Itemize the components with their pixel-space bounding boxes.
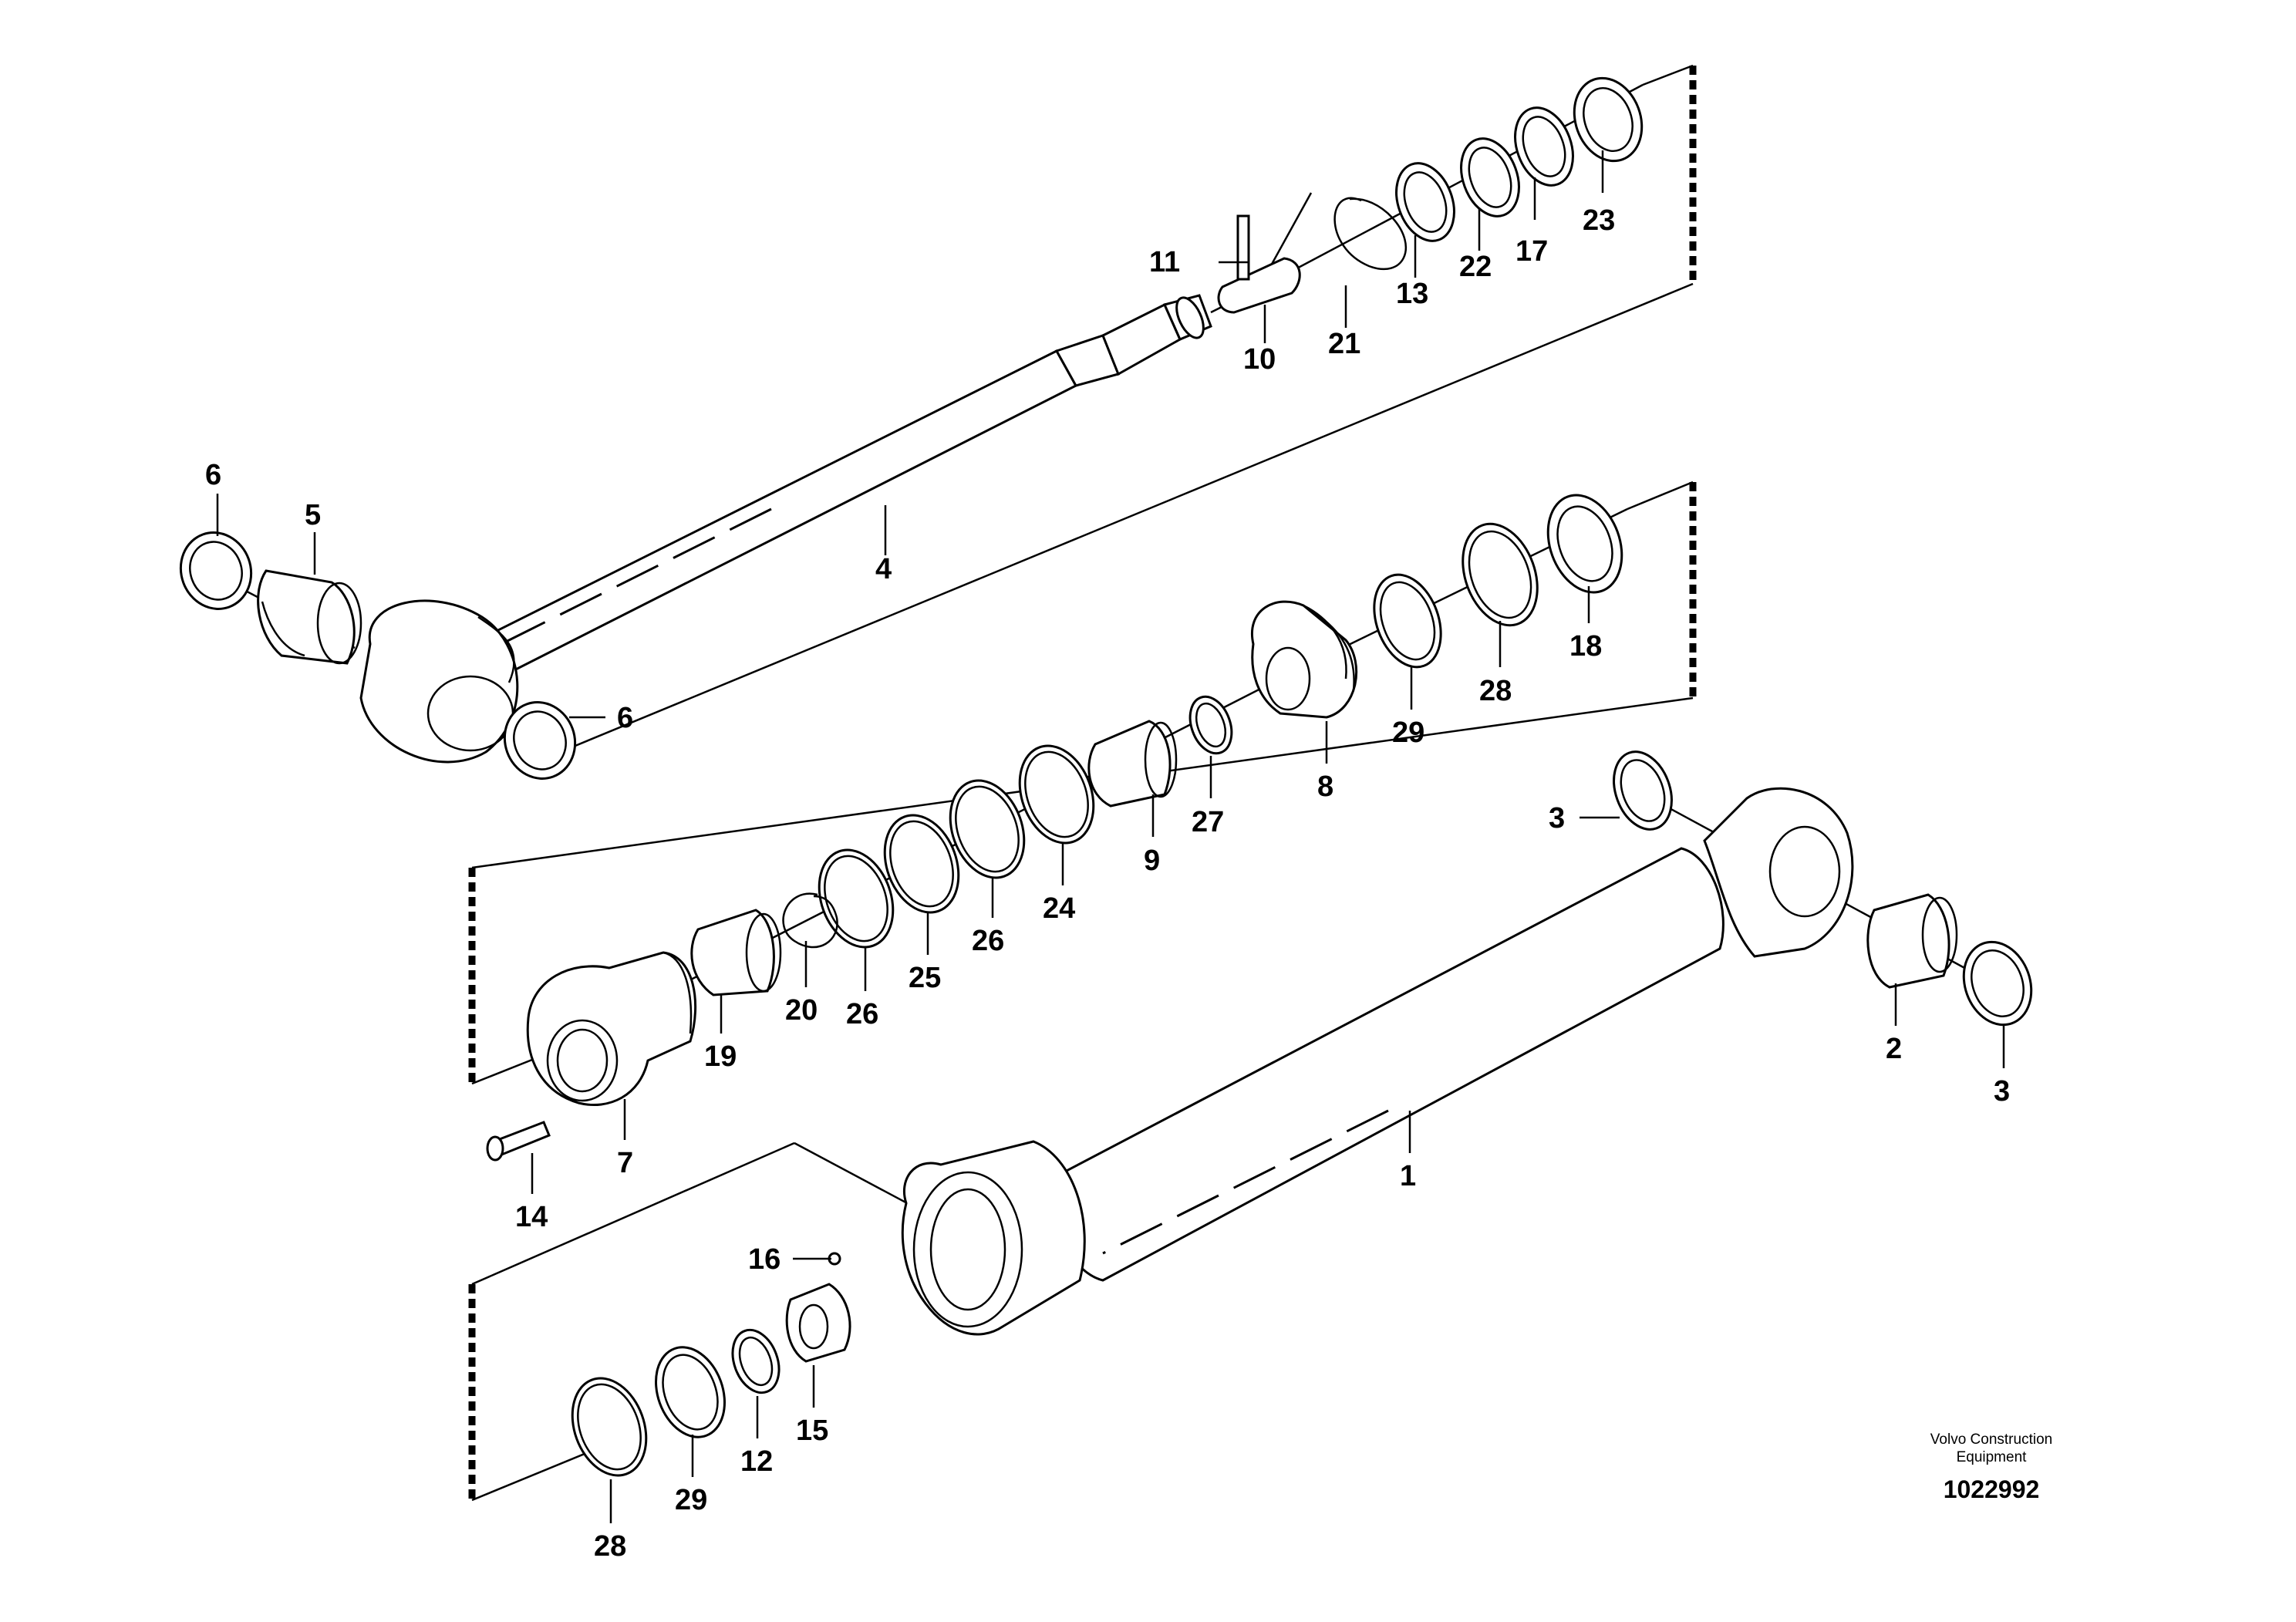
callout-16: 16 — [748, 1243, 781, 1276]
ring-23 — [1573, 76, 1644, 163]
callout-19: 19 — [704, 1040, 737, 1073]
frame-brackets — [468, 64, 1697, 1502]
bushing-5 — [257, 569, 356, 665]
piston-rod-assembly — [179, 76, 1644, 780]
bushing-9 — [1087, 720, 1172, 808]
callout-17: 17 — [1515, 235, 1548, 268]
piston-rod — [476, 349, 1078, 681]
piston-nut — [785, 1283, 851, 1363]
tube-eye — [1703, 787, 1854, 958]
callout-18: 18 — [1569, 630, 1602, 663]
cylinder-tube — [1047, 847, 1725, 1282]
callout-8: 8 — [1317, 771, 1333, 803]
ring-24 — [1018, 744, 1095, 845]
ring-25 — [883, 814, 960, 914]
ring-29-mid — [1373, 573, 1442, 669]
credit-line-1: Volvo Construction — [1930, 1431, 2052, 1448]
leader-lines — [216, 150, 2005, 1523]
ring-12 — [731, 1328, 781, 1394]
cylinder-head — [526, 951, 697, 1107]
callout-2: 2 — [1886, 1033, 1902, 1065]
callout-24: 24 — [1043, 892, 1075, 925]
ring-13 — [1395, 162, 1455, 242]
callout-3-right: 3 — [1994, 1075, 2010, 1108]
callout-22: 22 — [1459, 251, 1492, 283]
ring-22 — [1460, 137, 1520, 218]
snap-ring-20 — [782, 892, 838, 949]
callout-13: 13 — [1396, 278, 1428, 310]
callout-11: 11 — [1149, 246, 1180, 278]
callout-20: 20 — [785, 994, 818, 1027]
callout-12: 12 — [740, 1445, 773, 1478]
bushing-19 — [690, 909, 775, 996]
credit-line-2: Equipment — [1957, 1449, 2028, 1465]
ring-26-mid — [949, 779, 1026, 879]
ring-29-bottom — [655, 1346, 726, 1438]
seal-ring-6-left — [179, 531, 253, 610]
callout-26-mid: 26 — [972, 925, 1004, 957]
callout-14: 14 — [515, 1201, 548, 1233]
callout-15: 15 — [796, 1415, 828, 1447]
locking-nut — [1217, 257, 1301, 314]
tube-flange — [901, 1140, 1086, 1336]
seal-ring-3-top — [1613, 750, 1673, 831]
callout-21: 21 — [1328, 328, 1360, 360]
piston-gland-parts — [486, 494, 1628, 1162]
callout-25: 25 — [909, 962, 941, 994]
callout-10: 10 — [1243, 343, 1276, 376]
callout-9: 9 — [1144, 845, 1160, 877]
credit-block: Volvo Construction Equipment 1022992 — [1930, 1431, 2052, 1503]
rod-eye — [359, 599, 519, 764]
callout-7: 7 — [617, 1147, 633, 1179]
callout-29-bottom: 29 — [675, 1484, 707, 1516]
callout-29-mid: 29 — [1392, 717, 1424, 749]
callout-28-bottom: 28 — [594, 1530, 626, 1563]
callout-4: 4 — [875, 553, 892, 585]
ring-18 — [1546, 494, 1623, 594]
callout-26-left: 26 — [846, 998, 878, 1030]
callout-27: 27 — [1192, 806, 1224, 838]
cylinder-tube-assembly — [571, 750, 2033, 1477]
reference-number: 1022992 — [1944, 1475, 2040, 1503]
callout-5: 5 — [305, 499, 321, 531]
ring-27 — [1188, 695, 1233, 755]
callouts: 6 5 4 6 11 10 21 13 22 17 23 18 28 29 8 … — [205, 204, 2010, 1563]
pin — [1236, 214, 1250, 281]
callout-1: 1 — [1400, 1160, 1416, 1192]
bushing-2 — [1866, 893, 1950, 989]
callout-6-top: 6 — [205, 459, 221, 491]
callout-6-right: 6 — [617, 702, 633, 734]
callout-3-top: 3 — [1549, 802, 1565, 835]
ring-28-bottom — [571, 1377, 648, 1477]
seal-ring-3-right — [1962, 940, 2033, 1027]
ring-17 — [1514, 106, 1574, 187]
callout-23: 23 — [1583, 204, 1615, 237]
callout-28-mid: 28 — [1479, 675, 1512, 707]
ring-28-mid — [1462, 522, 1539, 627]
snap-ring — [1333, 197, 1407, 271]
